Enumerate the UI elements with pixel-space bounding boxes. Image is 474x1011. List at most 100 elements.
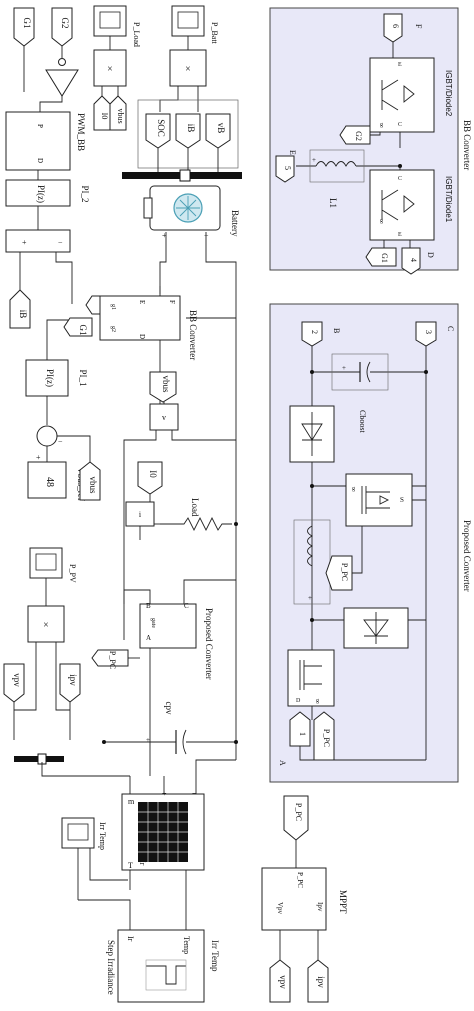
p-batt-label: P_Batt xyxy=(210,22,219,45)
mppt-block[interactable]: MPPT Vpv Ipv P_PC xyxy=(261,867,348,931)
i0-meas-label: I0 xyxy=(148,470,158,478)
vbus-ref-constant[interactable]: 48 Vbus_ref xyxy=(27,461,86,501)
pc-port-1[interactable]: 1 xyxy=(289,711,311,747)
from-vbus-meas[interactable]: vbus xyxy=(149,371,177,403)
bb-converter-subsystem[interactable]: g1 g2 D E F BB Converter xyxy=(99,295,198,360)
inductor-pc-plus: + xyxy=(308,594,312,602)
pc-port-2[interactable]: 2 xyxy=(301,321,323,347)
pv-array[interactable]: m T + − xyxy=(121,789,205,871)
from-ib[interactable]: iB xyxy=(9,289,31,329)
bb-panel-title: BB Converter xyxy=(462,120,472,170)
cboost-capacitor[interactable]: Cboost + xyxy=(312,353,426,433)
load-product[interactable]: × xyxy=(93,49,127,87)
p-load-label: P_Load xyxy=(132,22,141,47)
from-vpv-bottom[interactable]: vpv xyxy=(269,959,291,1003)
goto-vb[interactable]: vB xyxy=(205,113,231,149)
pv-section: P_PV × vpv ipv P_PC xyxy=(3,547,238,1003)
pwm-bb-block[interactable]: PWM_BB P D xyxy=(5,111,86,171)
ib-out-label: iB xyxy=(186,124,196,133)
goto-soc[interactable]: SOC xyxy=(145,113,171,149)
cpv-capacitor[interactable]: cpv + xyxy=(104,702,236,755)
not-gate[interactable] xyxy=(45,58,79,97)
bb-d-label: D xyxy=(426,252,435,258)
igbt-diode2[interactable]: E C g IGBT/Diode2 xyxy=(369,57,453,133)
pv-product[interactable]: × xyxy=(27,605,65,643)
switch-d-port: D xyxy=(296,698,301,704)
p-pv-label: P_PV xyxy=(68,564,77,583)
sum-block-2[interactable]: + − xyxy=(5,229,71,253)
proposed-converter-subsystem[interactable]: gate A B C Proposed Converter xyxy=(139,602,214,680)
pwm-d-port: D xyxy=(36,158,44,163)
step-ir-port: Ir xyxy=(126,936,135,942)
pc-from-p-pc[interactable]: P_PC xyxy=(313,711,335,761)
igbt-diode1[interactable]: C E g IGBT/Diode1 xyxy=(369,169,453,241)
igbt2-g: g xyxy=(380,122,383,128)
sum1-plus: + xyxy=(36,453,41,462)
pc-port-3[interactable]: 3 xyxy=(415,321,437,347)
diode-upper[interactable] xyxy=(289,405,335,463)
bb-f-label: F xyxy=(414,24,423,29)
inductor-l1[interactable]: L1 + xyxy=(296,149,400,208)
bb-e-label: E xyxy=(288,150,297,155)
battery-block[interactable]: Battery + − xyxy=(143,185,240,240)
pc-gate-port: gate xyxy=(150,618,156,628)
goto-g2[interactable]: G2 xyxy=(51,7,73,47)
igbt1-c: C xyxy=(398,176,402,182)
bb-port-4[interactable]: 4 xyxy=(401,247,421,275)
bus-selector-pv[interactable] xyxy=(14,753,64,765)
battery-section: SOC iB vB m Battery + − xyxy=(122,99,242,240)
p-batt-scope[interactable]: P_Batt xyxy=(171,5,219,45)
mosfet-s[interactable]: g S xyxy=(345,473,413,527)
sum-block-1[interactable]: + − xyxy=(36,425,63,462)
p-load-scope[interactable]: P_Load xyxy=(93,5,141,47)
bb-port-6-label: 6 xyxy=(391,24,400,28)
from-i0-meas[interactable]: I0 xyxy=(137,461,163,495)
switch-d[interactable]: D g xyxy=(287,649,335,707)
goto-ib[interactable]: iB xyxy=(175,113,201,149)
from-vbus-mult[interactable]: vbus xyxy=(109,95,127,131)
proposed-converter-label: Proposed Converter xyxy=(204,608,214,680)
from-g1-bb[interactable]: G1 xyxy=(63,317,93,337)
from-ipv-bottom[interactable]: ipv xyxy=(307,959,329,1003)
step-irradiance-block[interactable]: Step Irradiance Irr Temp Ir Temp xyxy=(106,929,220,1003)
bus-selector-battery[interactable] xyxy=(122,169,242,182)
batt-product[interactable]: × xyxy=(169,49,207,87)
step-temp-port: Temp xyxy=(182,936,191,954)
goto-g1[interactable]: G1 xyxy=(13,7,35,47)
bb-port-5[interactable]: 5 xyxy=(275,155,295,183)
goto-vpv[interactable]: vpv xyxy=(3,663,25,703)
pi-1-block[interactable]: PI(z) PI_1 xyxy=(25,359,88,397)
pv-m-port: m xyxy=(128,797,135,806)
igbt2-e: E xyxy=(398,62,402,68)
from-p-pc-panel[interactable]: P_PC xyxy=(325,555,353,591)
pc-c-label: C xyxy=(446,326,455,331)
goto-ipv[interactable]: ipv xyxy=(59,663,81,703)
i0-in-label: I0 xyxy=(100,113,109,120)
vbus-ref-value: 48 xyxy=(44,477,55,487)
mppt-section: MPPT Vpv Ipv P_PC P_PC vpv ipv xyxy=(261,795,348,1003)
current-meas[interactable]: i xyxy=(125,501,155,527)
pi-1-expr: PI(z) xyxy=(45,369,55,387)
from-i0[interactable]: I0 xyxy=(93,95,111,131)
diode-lower[interactable] xyxy=(343,607,409,649)
bb-port-6[interactable]: 6 xyxy=(383,13,403,43)
voltage-meas[interactable]: v xyxy=(149,403,179,431)
irr-temp-scope[interactable]: Irr Temp xyxy=(61,817,107,850)
p-pv-scope[interactable]: P_PV xyxy=(29,547,77,583)
bb-g1-label: G1 xyxy=(78,325,88,336)
bb-from-g1[interactable]: G1 xyxy=(365,247,397,267)
bb-panel-g2: G2 xyxy=(354,131,363,141)
pi-2-block[interactable]: PI(z) PI_2 xyxy=(5,179,90,207)
voltage-meas-v: v xyxy=(162,413,166,422)
from-p-pc[interactable]: P_PC xyxy=(91,649,129,669)
goto-p-pc[interactable]: P_PC xyxy=(283,795,309,841)
pc-b-port: B xyxy=(146,602,151,610)
cpv-plus: + xyxy=(146,736,150,744)
load-resistor[interactable]: Load xyxy=(160,498,232,532)
bb-from-g2[interactable]: G2 xyxy=(339,125,371,145)
pi-2-label: PI_2 xyxy=(80,185,90,202)
from-vbus-control[interactable]: vbus xyxy=(79,461,101,501)
load-product-x: × xyxy=(107,64,113,75)
pc-c-port: C xyxy=(184,602,189,610)
bb-port-4-label: 4 xyxy=(409,258,418,262)
